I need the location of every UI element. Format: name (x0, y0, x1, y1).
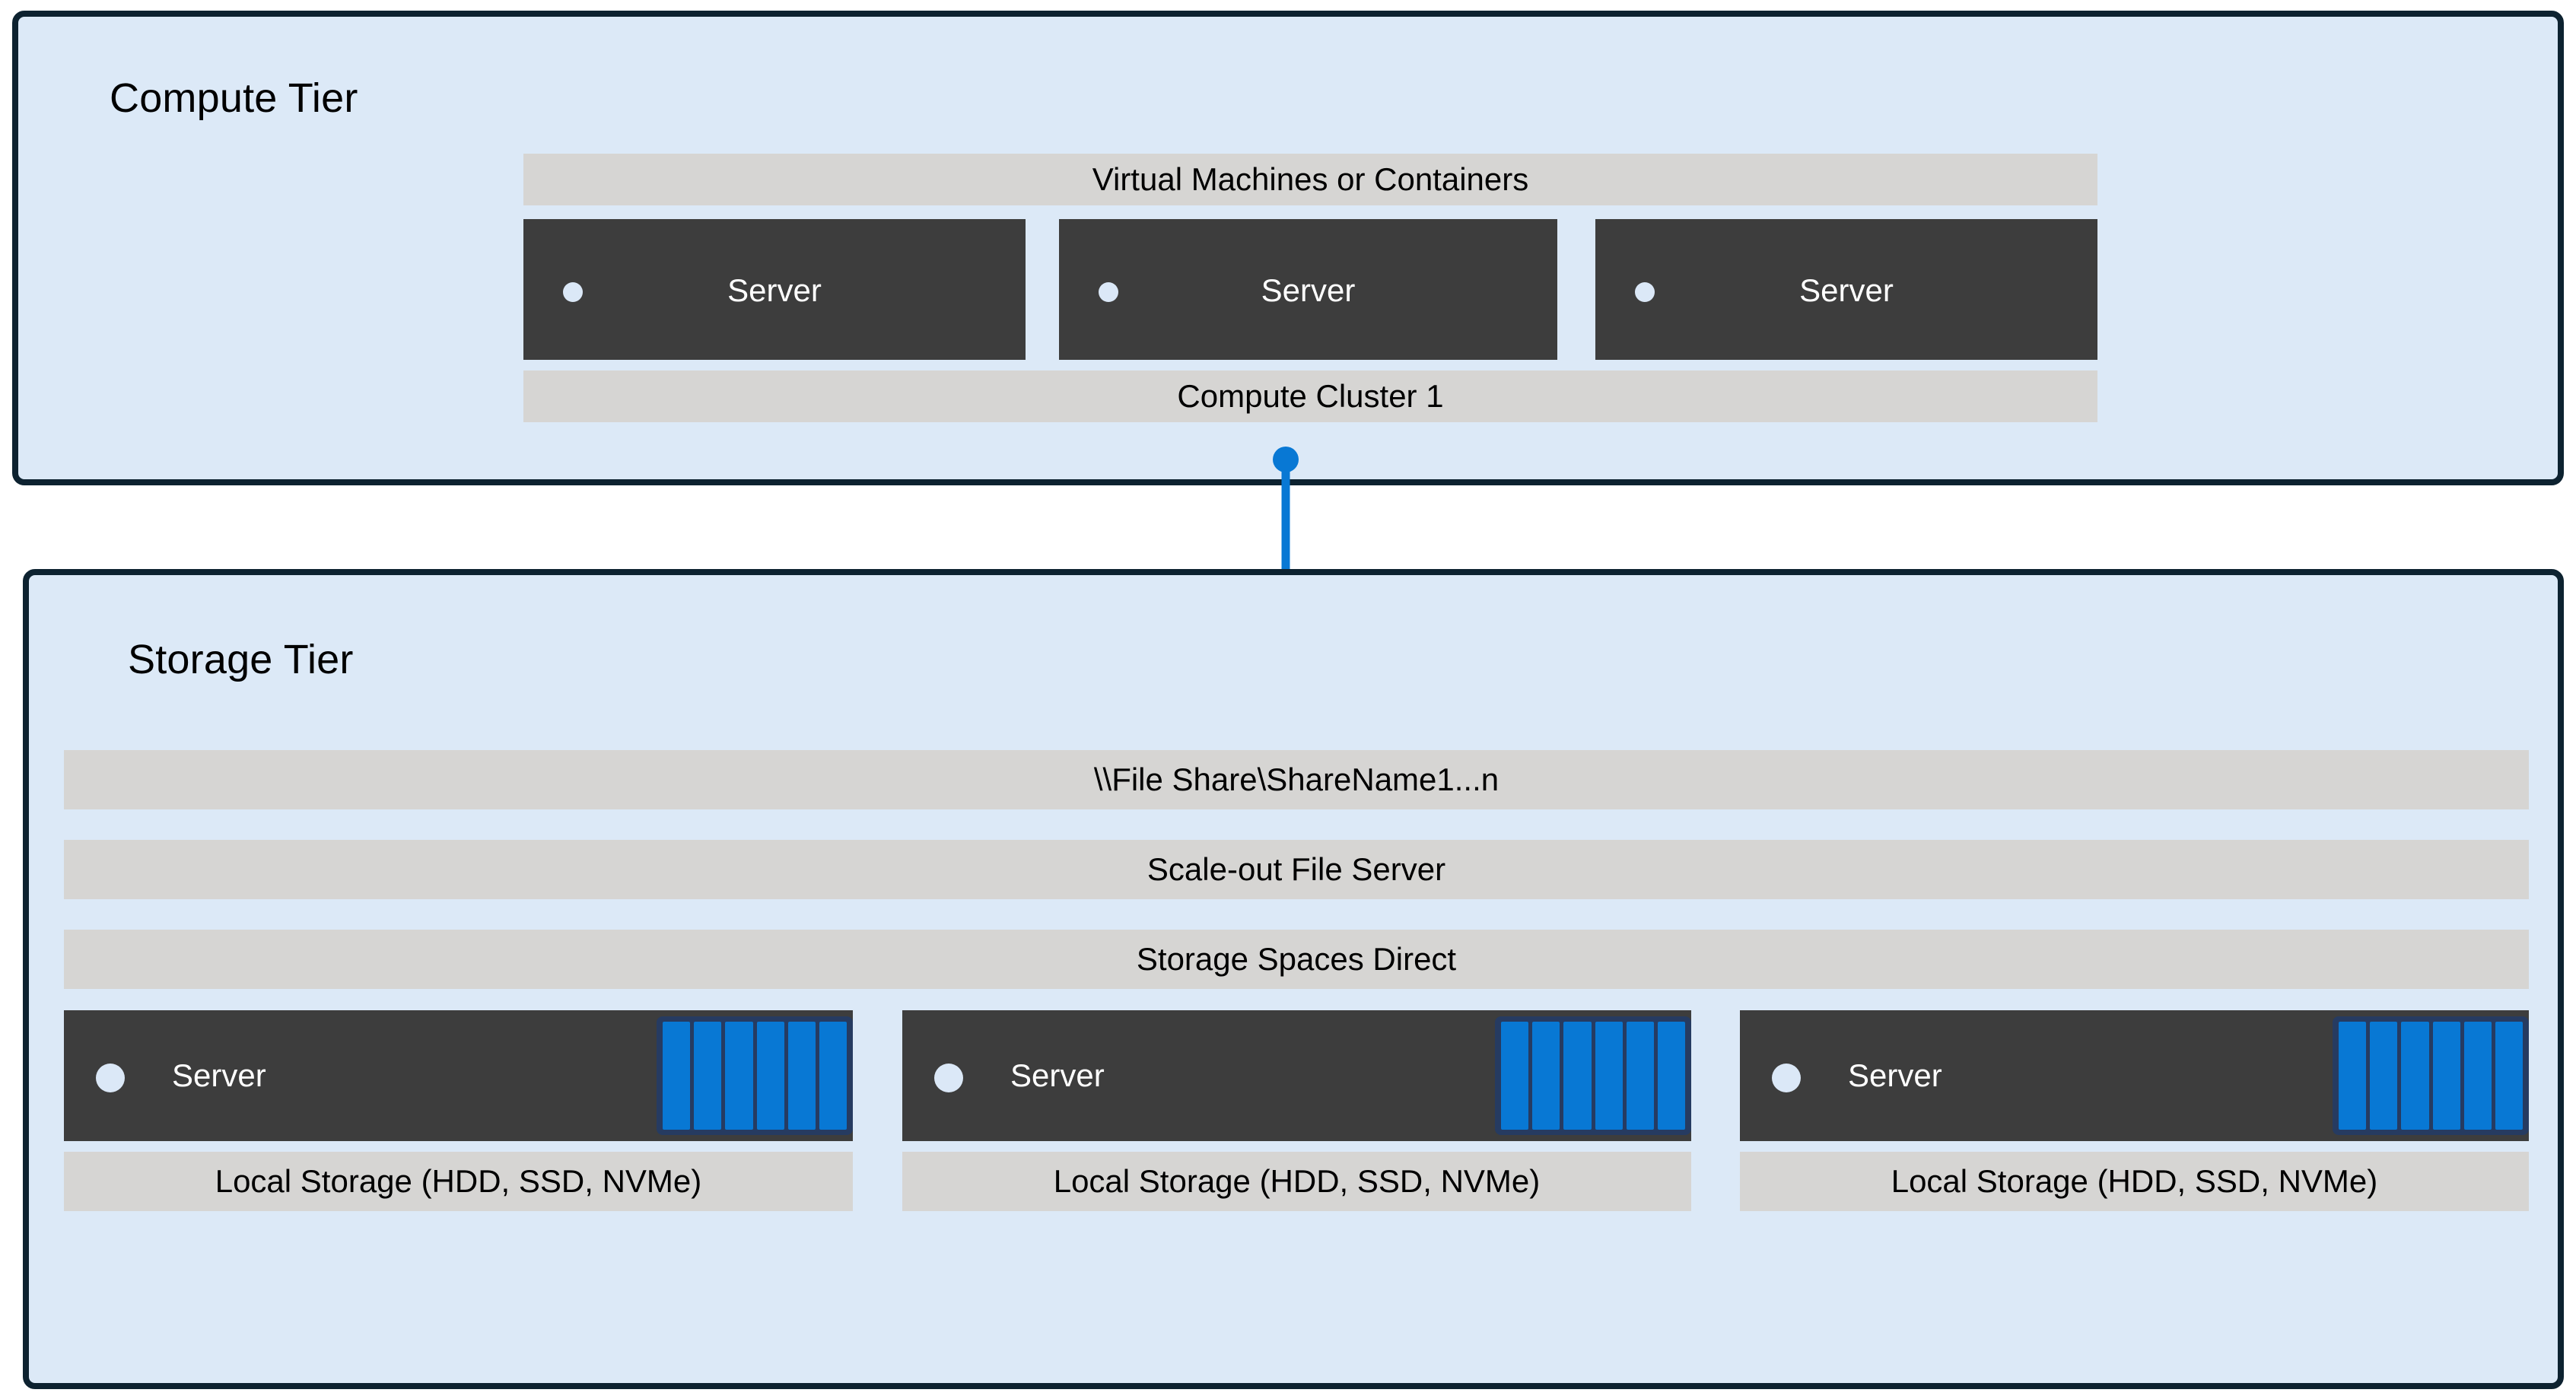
compute-server-3-label: Server (1799, 272, 1894, 308)
file-share-bar: \\File Share\ShareName1...n (64, 750, 2529, 809)
disk-array-1 (657, 1016, 853, 1135)
disk (2495, 1022, 2524, 1130)
scale-out-file-server-bar: Scale-out File Server (64, 840, 2529, 899)
virtual-machines-bar: Virtual Machines or Containers (523, 154, 2097, 205)
status-led-icon (1772, 1064, 1801, 1092)
storage-tier-title: Storage Tier (128, 637, 354, 682)
compute-tier-title: Compute Tier (110, 75, 358, 121)
disk (1501, 1022, 1529, 1130)
local-storage-bar-3: Local Storage (HDD, SSD, NVMe) (1740, 1152, 2529, 1211)
compute-cluster-bar: Compute Cluster 1 (523, 370, 2097, 422)
storage-tier-container: Storage Tier \\File Share\ShareName1...n… (23, 569, 2564, 1389)
local-storage-bar-2: Local Storage (HDD, SSD, NVMe) (902, 1152, 1691, 1211)
disk (1657, 1022, 1686, 1130)
disk (2339, 1022, 2367, 1130)
storage-server-1[interactable]: Server (64, 1010, 853, 1141)
compute-server-1[interactable]: Server (523, 219, 1026, 360)
disk (663, 1022, 691, 1130)
compute-tier-container: Compute Tier Virtual Machines or Contain… (12, 11, 2564, 485)
status-led-icon (1635, 282, 1655, 302)
disk (819, 1022, 848, 1130)
compute-server-2[interactable]: Server (1059, 219, 1557, 360)
disk (1563, 1022, 1592, 1130)
compute-server-2-label: Server (1261, 272, 1356, 308)
disk (1626, 1022, 1654, 1130)
storage-group-3: Server Local Storage (HDD, SSD, NVMe) (1740, 1010, 2529, 1211)
storage-group-2: Server Local Storage (HDD, SSD, NVMe) (902, 1010, 1691, 1211)
storage-server-3-label: Server (1848, 1057, 1942, 1093)
disk-array-2 (1495, 1016, 1691, 1135)
disk (756, 1022, 784, 1130)
status-led-icon (563, 282, 583, 302)
disk (1595, 1022, 1623, 1130)
status-led-icon (96, 1064, 125, 1092)
disk (725, 1022, 753, 1130)
local-storage-bar-1: Local Storage (HDD, SSD, NVMe) (64, 1152, 853, 1211)
disk (787, 1022, 816, 1130)
compute-server-3[interactable]: Server (1595, 219, 2097, 360)
disk-array-3 (2333, 1016, 2529, 1135)
storage-server-2[interactable]: Server (902, 1010, 1691, 1141)
compute-server-1-label: Server (727, 272, 822, 308)
storage-server-3[interactable]: Server (1740, 1010, 2529, 1141)
storage-server-2-label: Server (1010, 1057, 1105, 1093)
disk (2432, 1022, 2460, 1130)
status-led-icon (934, 1064, 963, 1092)
storage-group-1: Server Local Storage (HDD, SSD, NVMe) (64, 1010, 853, 1211)
storage-server-1-label: Server (172, 1057, 266, 1093)
disk (1532, 1022, 1560, 1130)
disk (2401, 1022, 2429, 1130)
disk (2370, 1022, 2398, 1130)
status-led-icon (1099, 282, 1118, 302)
disk (694, 1022, 722, 1130)
storage-spaces-direct-bar: Storage Spaces Direct (64, 930, 2529, 989)
disk (2463, 1022, 2492, 1130)
